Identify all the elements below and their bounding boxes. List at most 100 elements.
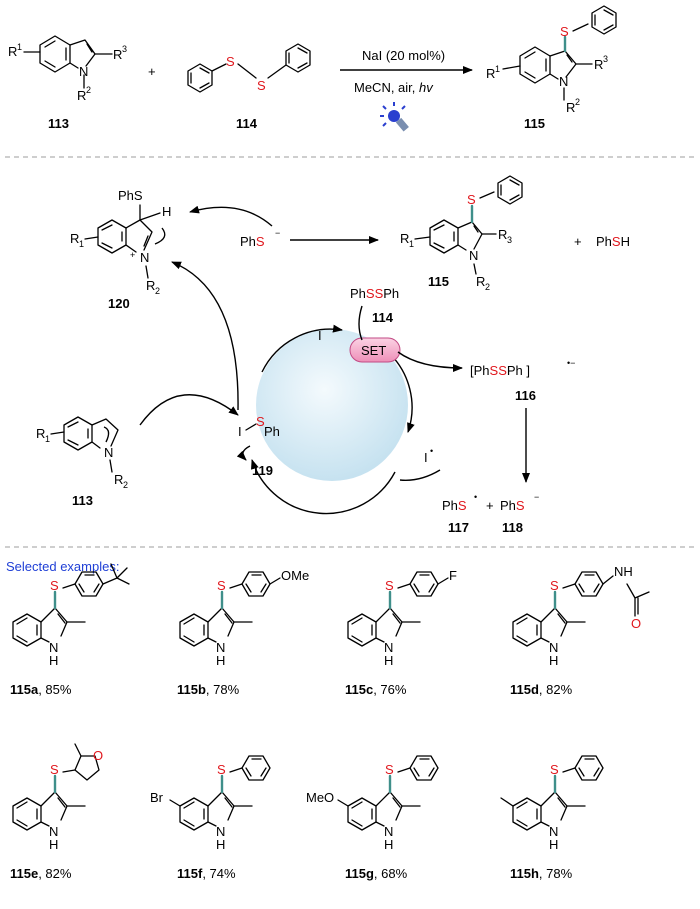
n-atom: N xyxy=(384,824,393,839)
label-117: 117 xyxy=(448,520,469,535)
label-119: 119 xyxy=(252,463,273,478)
phs-anion-118: PhS xyxy=(500,498,525,513)
example-label: 115c, 76% xyxy=(345,682,407,697)
r1-120: R xyxy=(70,231,79,246)
n-120: N xyxy=(140,250,149,265)
r2-sub-120: 2 xyxy=(155,286,160,296)
label-114-mech: 114 xyxy=(372,310,394,325)
nh-hydrogen: H xyxy=(49,837,58,852)
n-atom: N xyxy=(549,640,558,655)
top-scheme: N R 1 R 3 R 2 113 + S S 114 NaI (20 mol%… xyxy=(8,5,617,132)
radical-anion-116: [PhSSPh ] xyxy=(470,363,530,378)
s-atom: S xyxy=(50,762,59,777)
example-115a: NH S 115a, 85% xyxy=(10,563,130,697)
r3-115: R xyxy=(594,57,603,72)
r1-115: R xyxy=(486,66,495,81)
catalytic-cycle-circle xyxy=(256,329,408,481)
nh-hydrogen: H xyxy=(384,837,393,852)
r1-sub-113-mech: 1 xyxy=(45,434,50,444)
label-114: 114 xyxy=(236,116,258,131)
s-115: S xyxy=(560,24,569,39)
s-atom: S xyxy=(50,578,59,593)
iodide: I xyxy=(318,328,322,343)
s-atom: S xyxy=(385,762,394,777)
n-atom: N xyxy=(384,640,393,655)
s-atom: S xyxy=(217,762,226,777)
set-badge: SET xyxy=(349,337,401,363)
s1-114: S xyxy=(226,54,235,69)
radical-dot-117: • xyxy=(474,492,477,502)
indole-113: N R 1 R 3 R 2 113 xyxy=(8,35,127,131)
iodide-minus: − xyxy=(324,324,329,334)
label-113: 113 xyxy=(48,116,69,131)
phs-radical-117: PhS xyxy=(442,498,467,513)
amide-nh: NH xyxy=(614,564,633,579)
intermediate-120: PhS H N + R 2 R 1 120 xyxy=(70,188,171,311)
r1-sub-115-mech: 1 xyxy=(409,239,414,249)
n-115-mech: N xyxy=(469,248,478,263)
label-120: 120 xyxy=(108,296,130,311)
n-113: N xyxy=(79,64,88,79)
example-label: 115h, 78% xyxy=(510,866,573,881)
nh-hydrogen: H xyxy=(549,837,558,852)
label-115: 115 xyxy=(524,116,545,131)
example-label: 115f, 74% xyxy=(177,866,236,881)
phs-anion: PhS xyxy=(240,234,265,249)
r2-sub-115-mech: 2 xyxy=(485,282,490,292)
r1-sup-113: 1 xyxy=(17,42,22,52)
r1-115-mech: R xyxy=(400,231,409,246)
furan-o: O xyxy=(93,748,103,763)
plus-phsh: + xyxy=(574,234,582,249)
example-label: 115e, 82% xyxy=(10,866,72,881)
product-115-mech: S N R 2 R 1 R 3 115 xyxy=(400,175,523,292)
amide-o: O xyxy=(631,616,641,631)
reagent-above: NaI (20 mol%) xyxy=(362,48,445,63)
isph-s: S xyxy=(256,414,265,429)
indole-113-mech: N R 2 R 1 113 xyxy=(36,416,128,508)
plus-top: + xyxy=(148,64,156,79)
set-label: SET xyxy=(361,343,386,358)
s-115-mech: S xyxy=(467,192,476,207)
r2-113: R xyxy=(77,88,86,103)
nh-hydrogen: H xyxy=(384,653,393,668)
r2-120: R xyxy=(146,278,155,293)
s-atom: S xyxy=(385,578,394,593)
r3-sup-115: 3 xyxy=(603,54,608,64)
h-120: H xyxy=(162,204,171,219)
minus-118: − xyxy=(534,492,539,502)
nh-hydrogen: H xyxy=(549,653,558,668)
r1-113: R xyxy=(8,44,17,59)
product-115: S N R 1 R 3 R 2 115 xyxy=(486,5,617,131)
nh-hydrogen: H xyxy=(49,653,58,668)
phs-120: PhS xyxy=(118,188,143,203)
n-atom: N xyxy=(49,640,58,655)
r1-sub-120: 1 xyxy=(79,239,84,249)
r2-sup-115: 2 xyxy=(575,97,580,107)
r2-115: R xyxy=(566,100,575,115)
example-label: 115a, 85% xyxy=(10,682,72,697)
n-atom: N xyxy=(549,824,558,839)
label-116: 116 xyxy=(515,388,536,403)
reaction-arrow: NaI (20 mol%) MeCN, air, hv xyxy=(340,48,473,132)
iodine-radical: I xyxy=(424,450,428,465)
r3-113: R xyxy=(113,47,122,62)
disulfide-114: S S 114 xyxy=(187,43,311,131)
r2-sub-113-mech: 2 xyxy=(123,480,128,490)
r2-113-mech: R xyxy=(114,472,123,487)
nh-hydrogen: H xyxy=(216,653,225,668)
r3-sup-113: 3 xyxy=(122,44,127,54)
meo-substituent: MeO xyxy=(306,790,334,805)
label-115-mech: 115 xyxy=(428,274,449,289)
n-atom: N xyxy=(216,640,225,655)
plus-120: + xyxy=(130,250,135,260)
phs-anion-minus: − xyxy=(275,228,280,238)
